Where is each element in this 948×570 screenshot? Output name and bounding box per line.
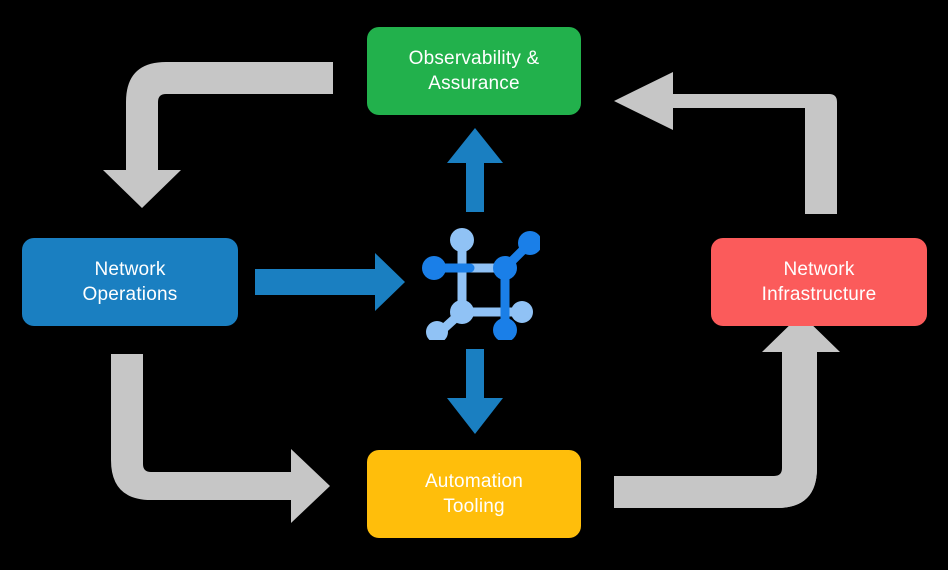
arrow-center-to-observability <box>447 128 503 212</box>
box-observability-assurance[interactable]: Observability & Assurance <box>367 27 581 115</box>
elbow-arrow-automation-to-infrastructure <box>614 314 840 508</box>
box-network-infrastructure[interactable]: Network Infrastructure <box>711 238 927 326</box>
network-nodes-secondary <box>426 228 533 340</box>
elbow-arrow-observability-to-operations <box>103 62 333 208</box>
elbow-arrow-operations-to-automation <box>111 354 330 523</box>
arrow-operations-to-center <box>255 253 405 311</box>
arrow-center-to-automation <box>447 349 503 434</box>
box-automation-label: Automation Tooling <box>424 470 524 517</box>
box-observability-label: Observability & Assurance <box>408 47 540 94</box>
network-graph-icon <box>422 228 540 340</box>
box-automation-tooling[interactable]: Automation Tooling <box>367 450 581 538</box>
box-infrastructure-label: Network Infrastructure <box>761 258 877 305</box>
box-operations-label: Network Operations <box>82 258 178 305</box>
box-network-operations[interactable]: Network Operations <box>22 238 238 326</box>
network-nodes-primary <box>422 231 540 340</box>
elbow-arrow-infrastructure-to-observability <box>614 72 837 214</box>
